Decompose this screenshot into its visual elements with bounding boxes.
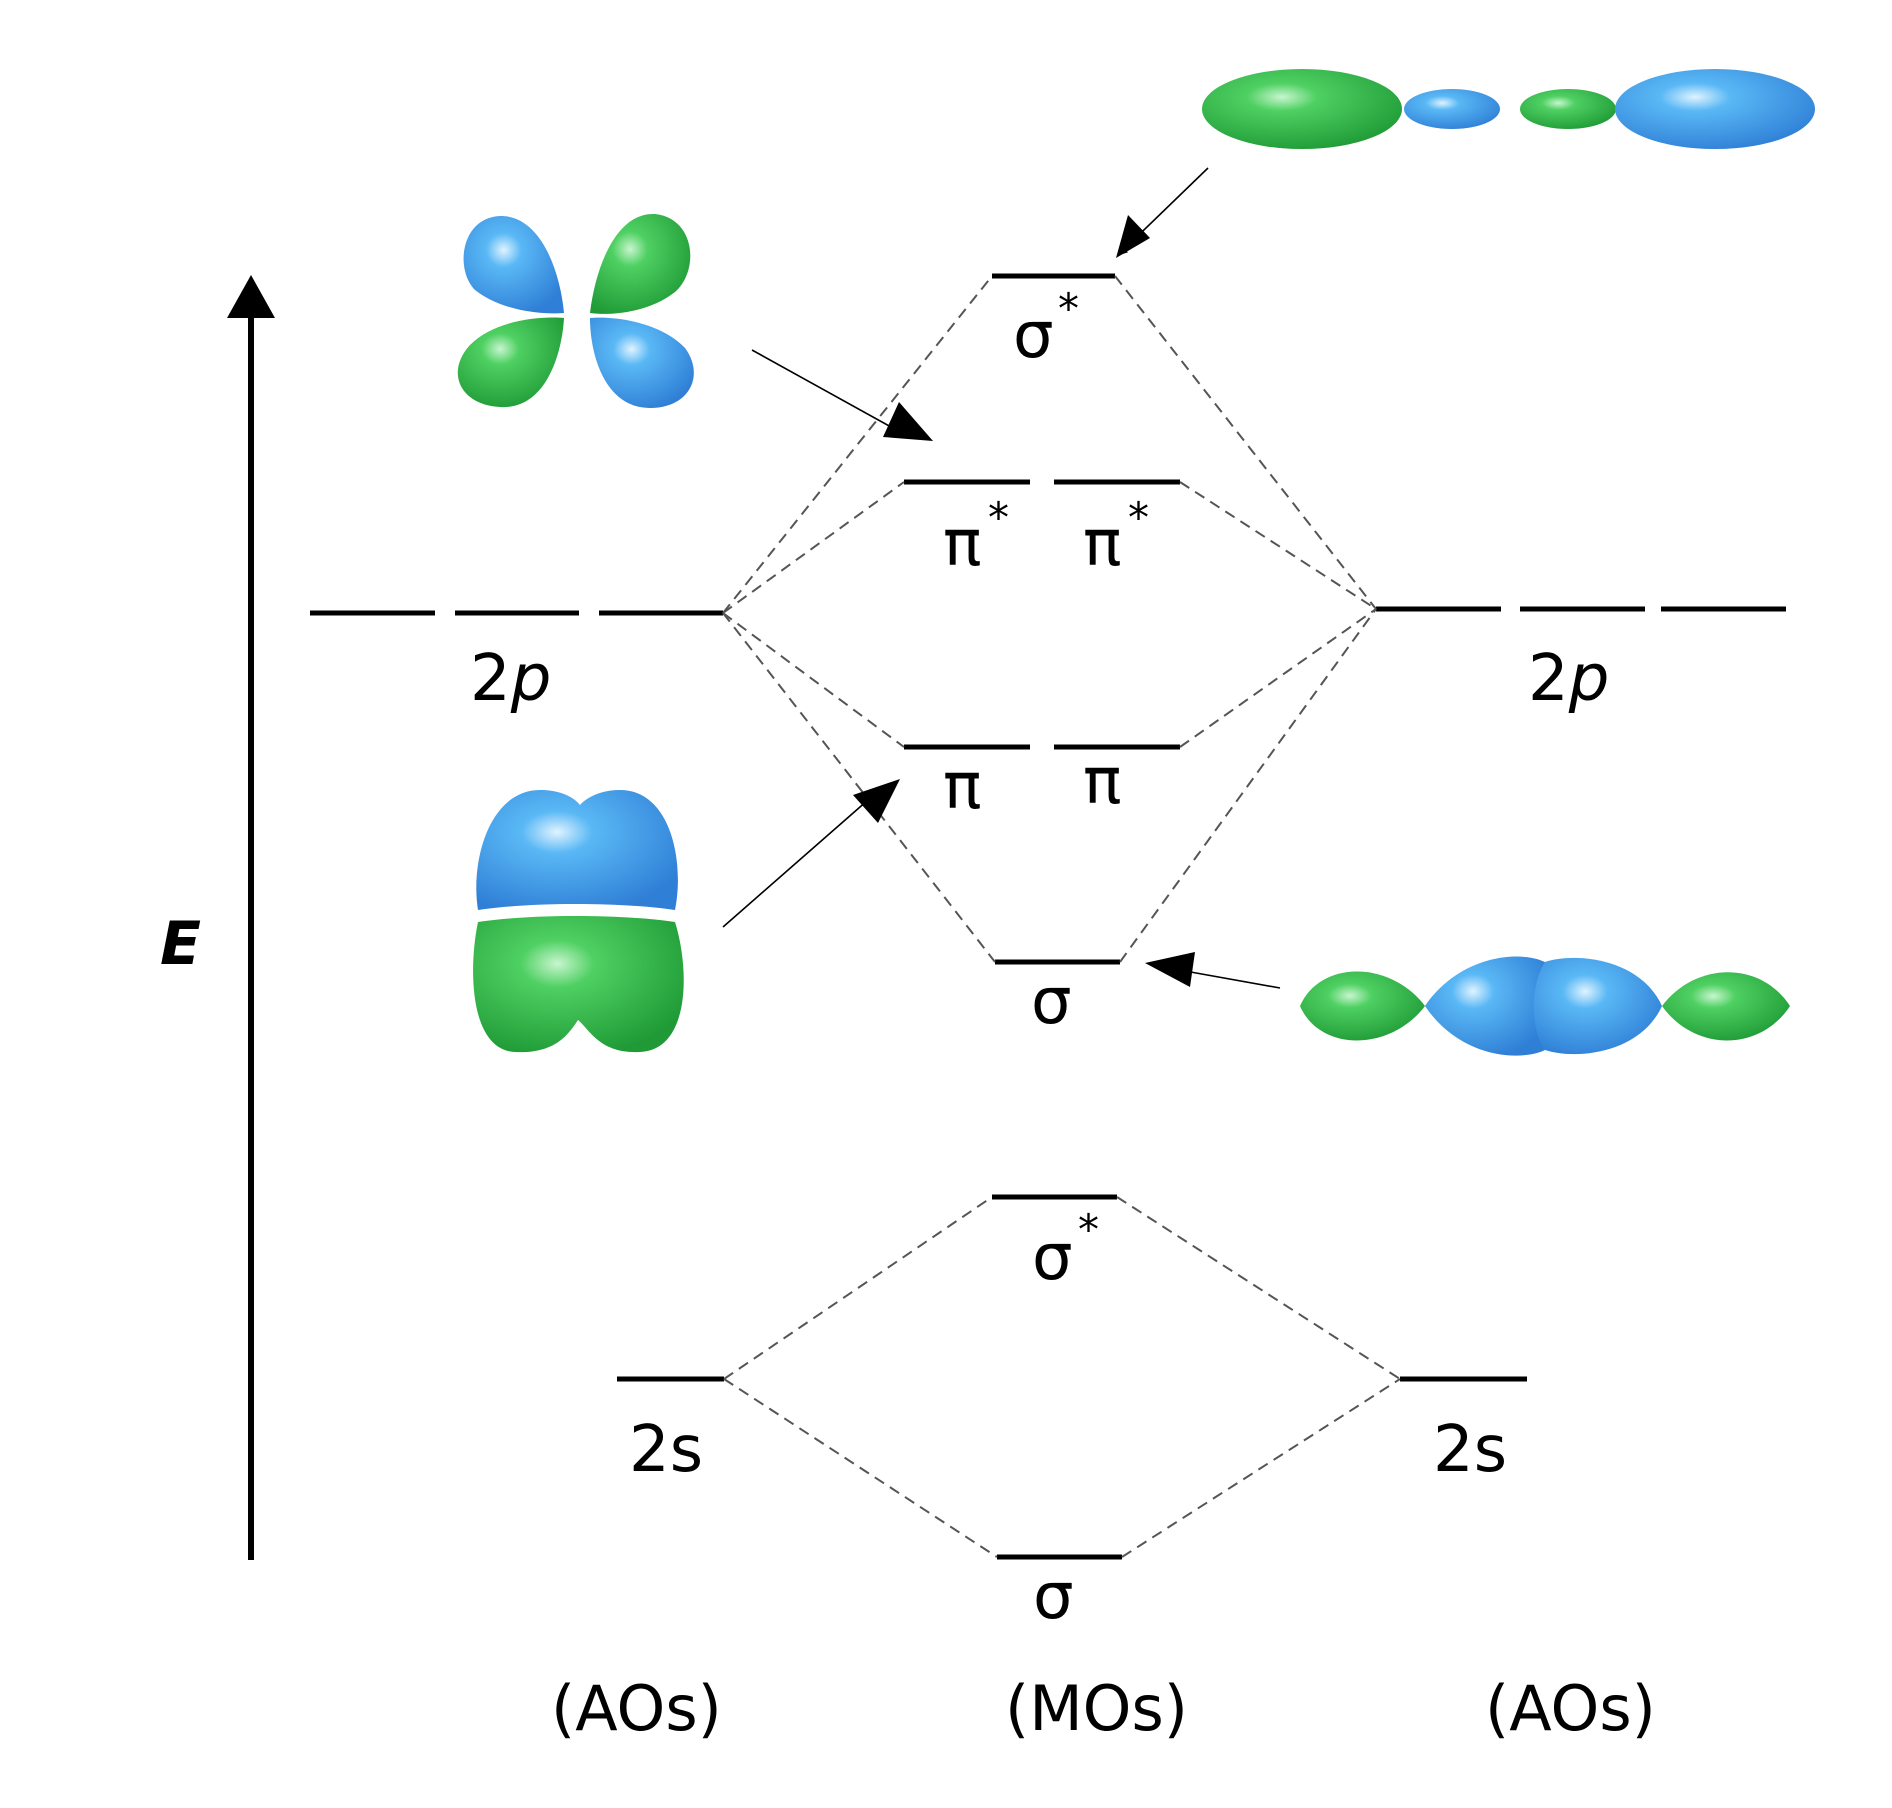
pi-orbital-icon: [473, 790, 684, 1053]
sigma-star-s-label: σ: [1032, 1221, 1073, 1295]
arrow-to-sigma: [1184, 970, 1281, 989]
energy-axis-label: E: [160, 909, 201, 979]
sigma-star-orbital-icon: [1202, 69, 1815, 149]
sigma-star-s-sup: *: [1078, 1205, 1099, 1254]
pi-star-orbital-icon: [457, 213, 694, 408]
sigma-star-p-sup: *: [1058, 284, 1079, 333]
pi-1-label: π: [943, 750, 982, 824]
sigma-s-label: σ: [1033, 1560, 1074, 1634]
energy-axis: [227, 275, 275, 1560]
mo-footer: (MOs): [1005, 1672, 1188, 1745]
pi-star-2-label: π: [1083, 507, 1122, 581]
pi-star-1-label: π: [943, 507, 982, 581]
arrowhead-pi-icon: [853, 779, 900, 823]
axis-arrowhead-icon: [227, 275, 275, 318]
pi-star-1-sup: *: [988, 493, 1009, 542]
right-footer: (AOs): [1485, 1672, 1656, 1745]
left-2s-label: 2s: [629, 1413, 703, 1487]
arrowhead-sigma-star-icon: [1116, 215, 1150, 258]
left-2p-label: 2p: [470, 642, 551, 716]
right-2p-label: 2p: [1528, 642, 1609, 716]
left-footer: (AOs): [551, 1672, 722, 1745]
arrowhead-pi-star-icon: [883, 402, 933, 441]
right-2s-label: 2s: [1433, 1413, 1507, 1487]
arrow-to-pi: [722, 799, 869, 928]
pi-2-label: π: [1083, 745, 1122, 819]
pi-star-2-sup: *: [1128, 493, 1149, 542]
sigma-orbital-icon: [1300, 956, 1790, 1056]
sigma-p-label: σ: [1031, 965, 1072, 1039]
arrowhead-sigma-icon: [1145, 952, 1195, 987]
sigma-star-p-label: σ: [1013, 299, 1054, 373]
correlation-lines: [722, 275, 1401, 1558]
arrow-to-pi-star: [751, 349, 901, 433]
